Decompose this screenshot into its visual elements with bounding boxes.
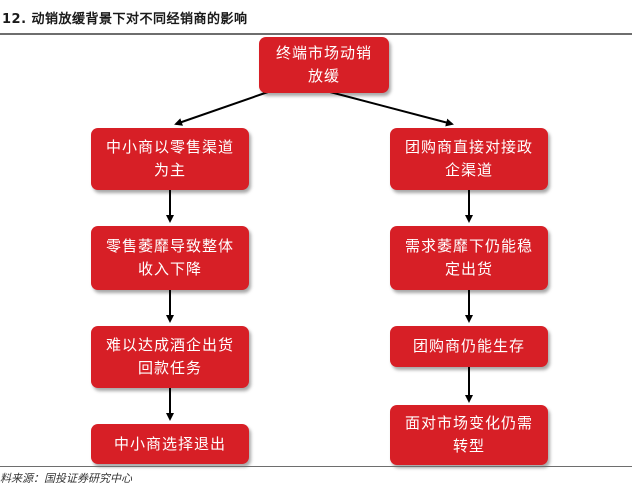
- node-right-group-buy-channel: 团购商直接对接政企渠道: [390, 128, 548, 190]
- node-left-small-retail-channel: 中小商以零售渠道为主: [91, 128, 249, 190]
- source-note: 料来源：国投证券研究中心: [0, 472, 132, 485]
- node-right-stable-shipment: 需求萎靡下仍能稳定出货: [390, 226, 548, 290]
- node-root-terminal-sales-slowdown: 终端市场动销放缓: [259, 37, 389, 93]
- node-left-2-label: 零售萎靡导致整体收入下降: [105, 237, 234, 278]
- node-left-exit: 中小商选择退出: [91, 424, 249, 464]
- node-left-4-label: 中小商选择退出: [113, 434, 226, 453]
- node-left-1-label: 中小商以零售渠道为主: [105, 138, 234, 179]
- node-left-income-decline: 零售萎靡导致整体收入下降: [91, 226, 249, 290]
- bottom-divider: [0, 466, 632, 467]
- node-root-label: 终端市场动销放缓: [275, 44, 372, 85]
- node-right-1-label: 团购商直接对接政企渠道: [404, 138, 533, 179]
- node-right-3-label: 团购商仍能生存: [412, 337, 525, 355]
- figure-title: 12. 动销放缓背景下对不同经销商的影响: [2, 12, 248, 27]
- node-left-payment-task: 难以达成酒企出货回款任务: [91, 326, 249, 388]
- node-right-transform: 面对市场变化仍需转型: [390, 405, 548, 465]
- node-right-4-label: 面对市场变化仍需转型: [404, 414, 533, 455]
- node-left-3-label: 难以达成酒企出货回款任务: [105, 336, 234, 377]
- node-right-survive: 团购商仍能生存: [390, 326, 548, 367]
- arrow-root-to-left: [174, 91, 269, 126]
- arrow-root-to-right: [329, 91, 454, 127]
- node-right-2-label: 需求萎靡下仍能稳定出货: [404, 237, 533, 278]
- top-divider: [0, 33, 632, 35]
